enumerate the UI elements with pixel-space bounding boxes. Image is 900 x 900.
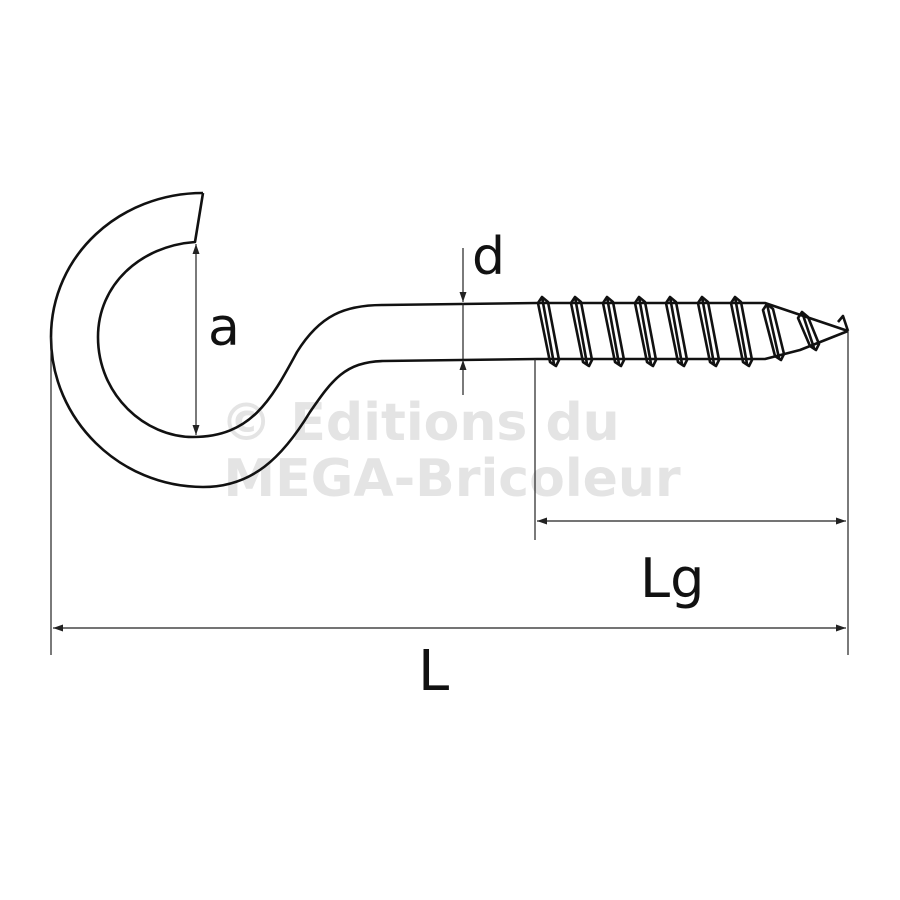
- watermark: © Editions du MEGA-Bricoleur: [220, 393, 681, 509]
- thread-crest: [729, 295, 754, 368]
- label-l: L: [418, 639, 449, 704]
- thread-crest: [696, 295, 721, 368]
- thread-crest: [536, 295, 561, 368]
- hook-body: [49, 191, 538, 489]
- thread-crest: [761, 302, 786, 362]
- watermark-line-1: © Editions du: [220, 393, 619, 453]
- label-d: d: [472, 227, 505, 287]
- label-a: a: [208, 298, 240, 358]
- thread-crest: [569, 295, 594, 368]
- thread-crest: [796, 310, 821, 352]
- threaded-shank: [536, 295, 850, 368]
- thread-crest: [601, 295, 626, 368]
- thread-crest: [633, 295, 658, 368]
- label-lg: Lg: [640, 547, 704, 610]
- dimension-lines: [50, 244, 849, 655]
- thread-crest: [664, 295, 689, 368]
- watermark-line-2: MEGA-Bricoleur: [223, 449, 681, 509]
